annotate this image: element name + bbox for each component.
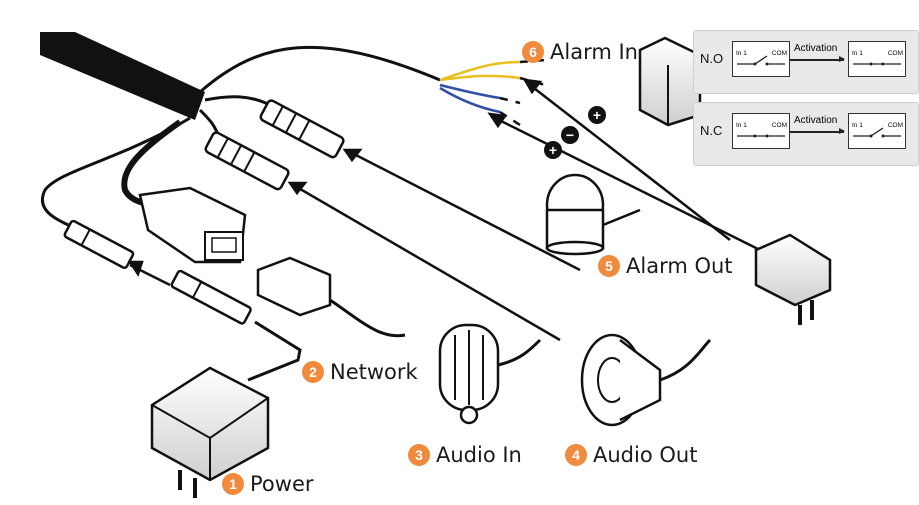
panel-no-title: N.O [700,51,724,66]
label-network: 2 Network [302,360,418,384]
nc-after-com: COM [887,122,903,129]
panel-nc-title: N.C [700,123,723,138]
network-jack [138,186,247,264]
nc-activation-arrow [790,128,845,134]
rca-connector-top [259,99,345,159]
badge-3: 3 [408,444,430,466]
nc-after-box: In 1 COM [848,113,906,149]
alarm-in-wires [439,60,521,114]
switch-open-icon [737,55,785,66]
polarity-markers: + − + [544,106,606,159]
nc-before-box: In 1 COM [732,113,790,149]
nc-after-in: In 1 [852,122,863,129]
alarm-beacon [545,173,641,256]
switch-open-icon [853,127,901,138]
connection-arrows [127,78,761,342]
label-power: 1 Power [222,472,314,496]
no-before-com: COM [771,50,787,57]
label-audio-in: 3 Audio In [408,443,522,467]
label-network-text: Network [330,360,418,384]
badge-2: 2 [302,361,324,383]
panel-normally-open: N.O In 1 COM Activation In 1 COM [693,30,919,94]
badge-4: 4 [565,444,587,466]
label-audio-out-text: Audio Out [593,443,698,467]
svg-text:+: + [549,142,557,158]
svg-text:+: + [593,107,601,123]
fanout-wires [41,45,441,232]
label-audio-out: 4 Audio Out [565,443,697,467]
no-after-com: COM [887,50,903,57]
label-alarm-in: 6 Alarm In [522,40,638,64]
no-before-box: In 1 COM [732,41,790,77]
no-before-in: In 1 [736,50,747,57]
badge-1: 1 [222,473,244,495]
badge-6: 6 [522,41,544,63]
label-power-text: Power [250,472,314,496]
nc-before-in: In 1 [736,122,747,129]
speaker [580,333,712,427]
no-activation-arrow [790,56,845,62]
power-adapter [150,366,270,498]
switch-closed-icon [853,62,901,66]
label-alarm-in-text: Alarm In [550,40,638,64]
nc-activation: Activation [794,115,838,126]
dc-plug [170,269,252,325]
rca-connector-second [204,131,290,191]
no-after-in: In 1 [852,50,863,57]
no-activation: Activation [794,43,838,54]
badge-5: 5 [598,255,620,277]
dc-jack [63,219,135,270]
no-after-box: In 1 COM [848,41,906,77]
label-audio-in-text: Audio In [436,443,522,467]
microphone [438,323,542,425]
svg-text:−: − [566,127,574,143]
main-cable [40,32,205,120]
alarm-in-sensor [638,36,702,127]
alarm-out-adapter [754,233,832,325]
label-alarm-out: 5 Alarm Out [598,254,733,278]
label-alarm-out-text: Alarm Out [626,254,733,278]
rj45-plug [256,256,406,338]
panel-normally-closed: N.C In 1 COM Activation In 1 COM [693,102,919,166]
nc-before-com: COM [771,122,787,129]
switch-closed-icon [737,134,785,138]
